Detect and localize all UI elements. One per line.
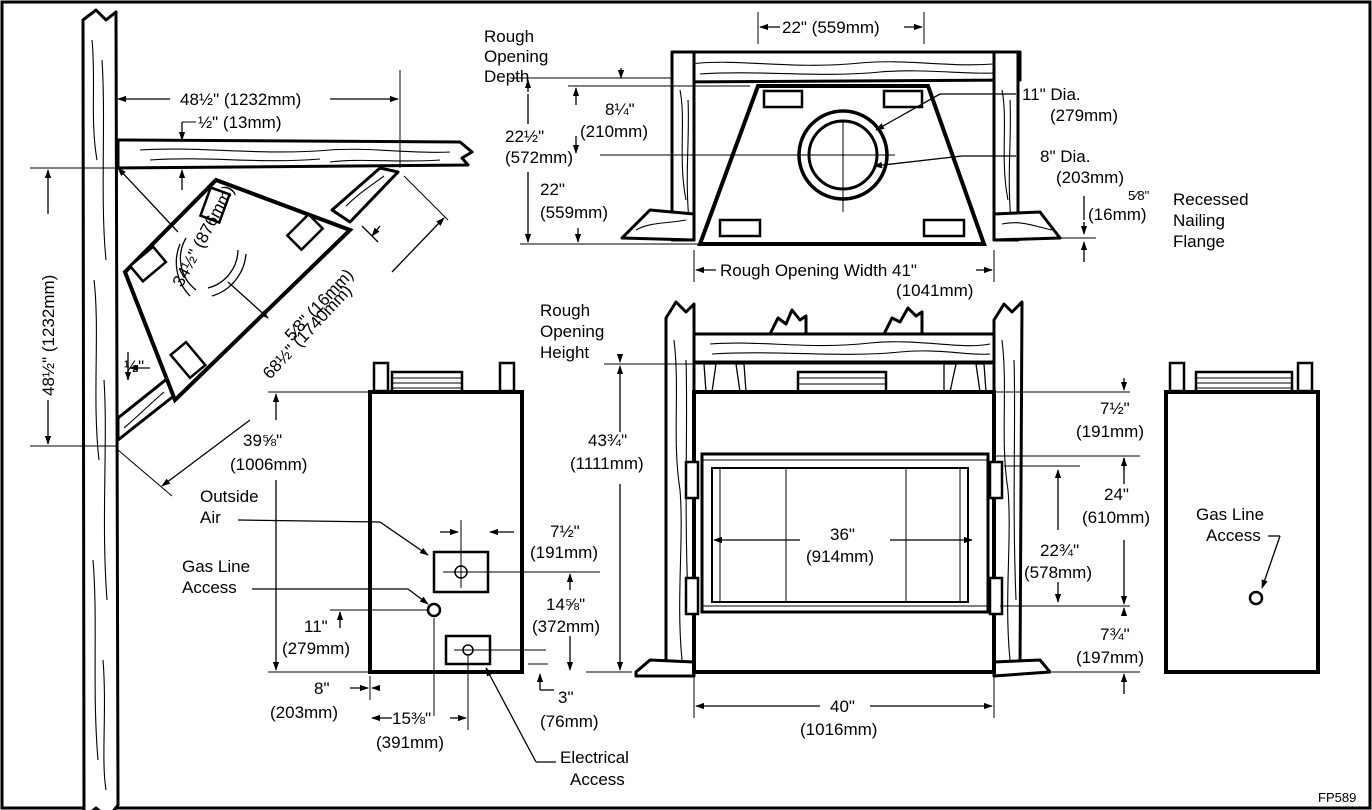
dim-front-overall-1: 40" bbox=[830, 697, 855, 716]
dim-inner-dia-2: (203mm) bbox=[1056, 168, 1124, 187]
top-right-flange bbox=[992, 210, 1062, 242]
label-rough-height-3: Height bbox=[540, 343, 589, 362]
top-louver-boxes bbox=[718, 89, 966, 238]
corner-header-beam bbox=[116, 138, 474, 170]
front-left-floor bbox=[634, 658, 696, 678]
front-glass bbox=[711, 467, 969, 603]
label-outside-air-2: Air bbox=[200, 508, 221, 527]
label-side-gas-2: Access bbox=[182, 578, 237, 597]
side-gas-line-port bbox=[426, 602, 442, 618]
dim-front-top-1: 7½" bbox=[1100, 399, 1130, 418]
corner-wall-stud bbox=[81, 8, 120, 810]
figure-code: FP589 bbox=[1318, 790, 1356, 805]
label-electrical-2: Access bbox=[570, 770, 625, 789]
dim-side-height-1: 39⅝" bbox=[243, 431, 282, 450]
dim-left-offset-1: 8" bbox=[314, 679, 330, 698]
dim-front-glass-1: 22¾" bbox=[1040, 541, 1079, 560]
front-top-block-right bbox=[882, 306, 924, 336]
dim-side-height-2: (1006mm) bbox=[230, 455, 307, 474]
dim-total-depth-2: (572mm) bbox=[505, 148, 573, 167]
dim-inner-dia-1: 8" Dia. bbox=[1040, 147, 1090, 166]
top-left-flange bbox=[620, 208, 696, 242]
side-top-collar bbox=[390, 370, 464, 394]
label-rough-height-2: Opening bbox=[540, 322, 604, 341]
label-electrical-1: Electrical bbox=[560, 748, 629, 767]
corner-louver-boxes bbox=[128, 185, 325, 380]
dim-total-depth-1: 22½" bbox=[505, 127, 544, 146]
label-side-gas-1: Gas Line bbox=[182, 557, 250, 576]
dim-gas-height-1: 11" bbox=[304, 617, 328, 636]
dim-front-overall-2: (1016mm) bbox=[800, 720, 877, 739]
side-vent-right bbox=[498, 361, 516, 393]
rear-gas-line-port bbox=[1248, 590, 1264, 606]
corner-block-bottom bbox=[116, 376, 177, 442]
label-rough-depth-2: Opening bbox=[484, 47, 548, 66]
label-rough-depth-3: Depth bbox=[484, 67, 529, 86]
dim-front-depth-1: 22" bbox=[540, 180, 565, 199]
dim-front-top-2: (191mm) bbox=[1076, 422, 1144, 441]
front-top-block-left bbox=[768, 308, 808, 336]
dim-elec-height-1: 3" bbox=[558, 688, 574, 707]
top-header-beam bbox=[670, 50, 1022, 84]
dim-front-bottom-2: (197mm) bbox=[1076, 648, 1144, 667]
rear-body bbox=[1164, 390, 1320, 674]
dim-flange-2: (16mm) bbox=[1088, 205, 1147, 224]
label-rough-height-1: Rough bbox=[540, 301, 590, 320]
dim-side-width-1: 15⅜" bbox=[392, 709, 431, 728]
label-rear-gas-2: Access bbox=[1206, 526, 1261, 545]
dim-air-height-2: (372mm) bbox=[532, 617, 600, 636]
side-vent-left bbox=[372, 361, 390, 393]
dim-air-offset-2: (191mm) bbox=[530, 543, 598, 562]
label-flange-2: Nailing bbox=[1173, 211, 1225, 230]
rear-top-collar bbox=[1194, 370, 1294, 394]
front-view: Rough Opening Height 43¾" (1111mm) 7½" (… bbox=[540, 300, 1150, 739]
dim-air-height-1: 14⅝" bbox=[546, 595, 585, 614]
dim-corner-half: ½" bbox=[124, 357, 144, 376]
side-view: 39⅝" (1006mm) Outside Air 7½" (191mm) Ga… bbox=[182, 361, 629, 789]
dim-top-width: 22" (559mm) bbox=[782, 18, 880, 37]
dim-front-bottom-1: 7¾" bbox=[1100, 625, 1130, 644]
dim-center-depth-1: 8¼" bbox=[605, 100, 635, 119]
dim-rough-width-mm: (1041mm) bbox=[896, 281, 973, 300]
dim-front-height-2: (1111mm) bbox=[570, 454, 644, 473]
label-flange-3: Flange bbox=[1173, 232, 1225, 251]
dim-rough-width: Rough Opening Width 41" bbox=[720, 261, 917, 280]
dim-left-offset-2: (203mm) bbox=[270, 703, 338, 722]
dim-corner-offset: ½" (13mm) bbox=[198, 113, 282, 132]
dim-air-offset-1: 7½" bbox=[550, 522, 580, 541]
front-header-beam bbox=[692, 332, 996, 364]
dim-elec-height-2: (76mm) bbox=[540, 712, 599, 731]
label-rough-depth-1: Rough bbox=[484, 27, 534, 46]
top-plan-view: 22" (559mm) Rough Opening Depth 22½" (57… bbox=[484, 12, 1249, 300]
dim-front-width-1: 36" bbox=[830, 525, 855, 544]
dim-front-depth-2: (559mm) bbox=[540, 203, 608, 222]
dim-front-height-1: 43¾" bbox=[588, 431, 627, 450]
dim-outer-dia-1: 11" Dia. bbox=[1022, 85, 1081, 104]
front-top-collar bbox=[796, 370, 888, 394]
dim-flange-1: 5⁄8" bbox=[1128, 188, 1150, 203]
label-outside-air-1: Outside bbox=[200, 487, 259, 506]
dim-outer-dia-2: (279mm) bbox=[1050, 106, 1118, 125]
dim-front-width-2: (914mm) bbox=[806, 547, 874, 566]
dim-gas-height-2: (279mm) bbox=[282, 639, 350, 658]
front-right-floor bbox=[992, 658, 1052, 678]
dim-corner-width: 48½" (1232mm) bbox=[180, 90, 301, 109]
dim-side-width-2: (391mm) bbox=[376, 733, 444, 752]
corner-block-top bbox=[330, 166, 400, 224]
dim-corner-vertical: 48½" (1232mm) bbox=[39, 275, 58, 396]
rear-view: Gas Line Access bbox=[1164, 361, 1320, 674]
dim-center-depth-2: (210mm) bbox=[580, 122, 648, 141]
label-rear-gas-1: Gas Line bbox=[1196, 505, 1264, 524]
dim-front-glass-2: (578mm) bbox=[1024, 563, 1092, 582]
dim-front-opening-1: 24" bbox=[1104, 485, 1129, 504]
label-flange-1: Recessed bbox=[1173, 190, 1249, 209]
dim-front-opening-2: (610mm) bbox=[1082, 508, 1150, 527]
